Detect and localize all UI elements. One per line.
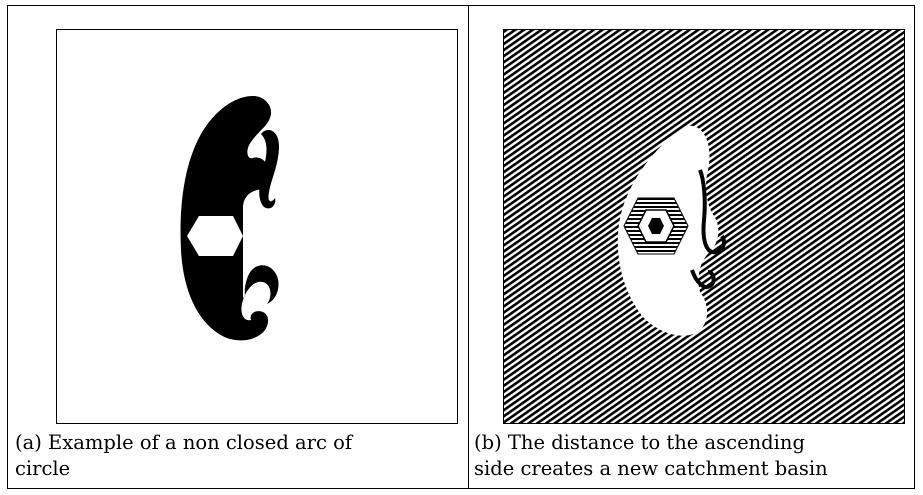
hook-stem: [698, 169, 726, 255]
caption-b-line2: side creates a new catchment basin: [474, 457, 828, 480]
subfigure-a: (a) Example of a non closed arc of circl…: [8, 6, 458, 488]
subfigure-b-image: [503, 29, 905, 424]
column-divider: [468, 6, 469, 488]
distance-map-image: [504, 30, 904, 423]
white-hexagon: [187, 216, 243, 256]
figure-table: (a) Example of a non closed arc of circl…: [7, 5, 915, 489]
binary-arc-shape-image: [57, 30, 457, 423]
caption-a-line1: (a) Example of a non closed arc of: [15, 431, 353, 454]
upper-hook: [259, 130, 279, 209]
subfigure-b-caption: (b) The distance to the ascending side c…: [474, 430, 912, 482]
caption-a-line2: circle: [15, 457, 71, 480]
subfigure-a-image: [56, 29, 458, 424]
subfigure-b: (b) The distance to the ascending side c…: [469, 6, 919, 488]
subfigure-a-caption: (a) Example of a non closed arc of circl…: [15, 430, 460, 482]
caption-b-line1: (b) The distance to the ascending: [474, 431, 805, 454]
